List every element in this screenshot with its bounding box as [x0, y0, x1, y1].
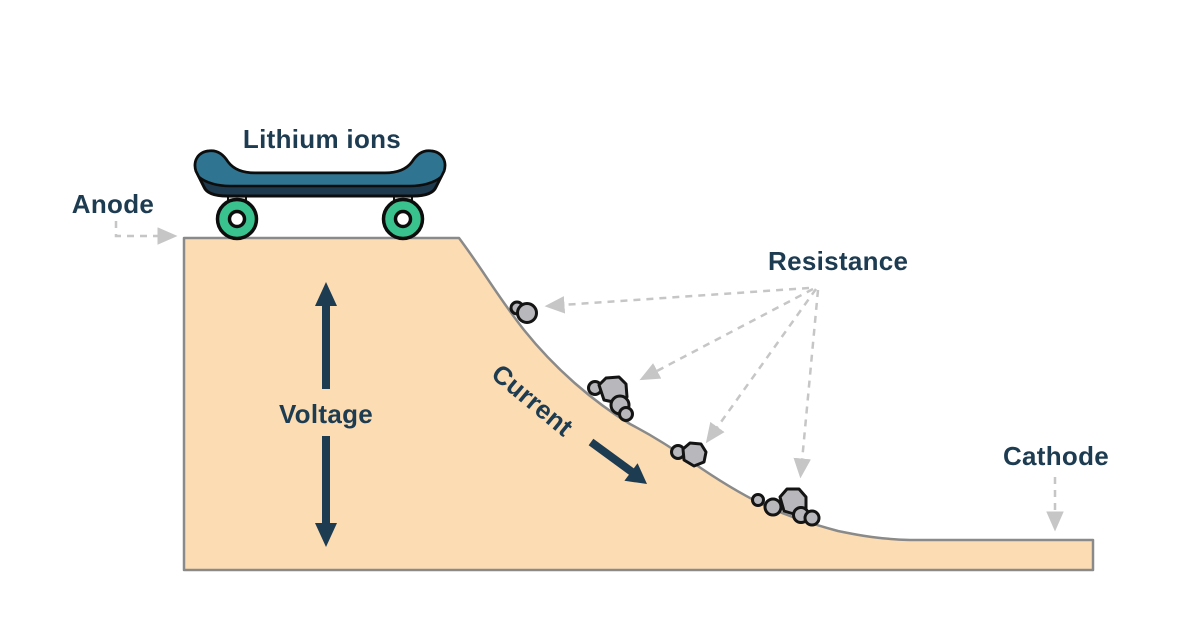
solid-arrow-heads [315, 282, 647, 547]
rock-cluster-2 [587, 375, 634, 422]
lithium-ions-label: Lithium ions [242, 124, 402, 154]
cathode-label: Cathode [1002, 441, 1110, 471]
solid-arrow-shafts [322, 303, 635, 526]
skateboard-wheels [215, 197, 425, 241]
skateboard-icon [193, 149, 447, 241]
resistance-rocks [509, 300, 821, 527]
resistance-arrow-3 [705, 288, 818, 444]
resistance-arrow-4 [793, 289, 820, 479]
skateboard-wheel-right-hub [393, 209, 413, 229]
resistance-pointer-arrows [544, 286, 820, 479]
rock-cluster-1 [509, 300, 538, 324]
resistance-arrow-1 [544, 286, 810, 314]
rock-cluster-3 [670, 441, 708, 468]
voltage-down-arrowhead [315, 523, 337, 547]
dashed-pointer-arrows [114, 221, 1064, 532]
current-arrow-shaft [588, 438, 635, 476]
skateboard-wheel-left-hub [227, 209, 247, 229]
resistance-label: Resistance [768, 246, 909, 276]
resistance-arrow-2 [639, 287, 814, 381]
current-arrowhead [624, 463, 647, 484]
voltage-up-arrowhead [315, 282, 337, 306]
rock-cluster-4 [751, 487, 821, 527]
voltage-label: Voltage [278, 399, 374, 429]
skateboard-deck-top [193, 149, 447, 188]
anode-pointer-arrow [114, 221, 178, 245]
anode-label: Anode [71, 189, 155, 219]
